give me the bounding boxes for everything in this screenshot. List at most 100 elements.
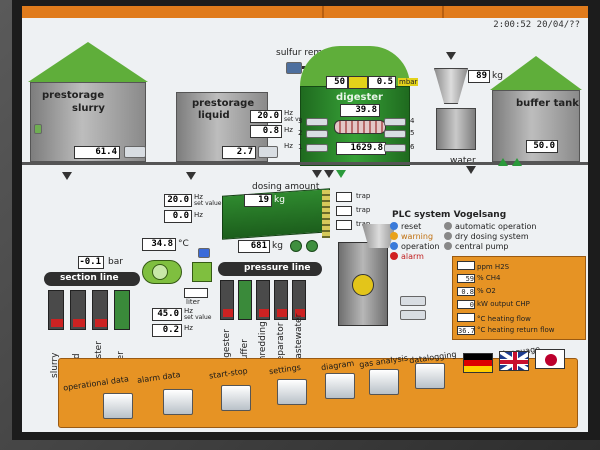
pump-hz-value-2: 0.2 [152,324,182,337]
hz-value-2: 0.8 [250,125,282,138]
nav-label-gas-analysis: gas analysis [358,353,409,370]
digester-port-label-1: 1 [298,143,303,151]
alarm-dot [390,252,398,260]
suction-valve-slurry[interactable] [48,290,64,330]
suction-valve-buffer[interactable] [114,290,130,330]
outlet-arrow-8 [512,158,522,166]
liter-label: liter [186,298,200,306]
pressure-valve-wastewater[interactable] [292,280,306,320]
liquid-tank-label-1: prestorage [192,98,255,109]
reset-dot [390,222,398,230]
hopper[interactable] [434,68,468,104]
digester-port-6[interactable] [384,144,406,152]
nav-start-stop-button[interactable] [221,385,251,411]
outlet-arrow-7 [498,158,508,166]
digester-port-3[interactable] [306,118,328,126]
japan-flag-icon[interactable] [535,349,565,369]
plc-operation: operation [390,242,439,251]
pressure-valve-digester[interactable] [220,280,234,320]
nav-datalogging-button[interactable] [415,363,445,389]
top-bar [22,6,588,18]
nav-operational-data-button[interactable] [103,393,133,419]
digester-port-2[interactable] [306,130,328,138]
nav-gas-analysis-button[interactable] [369,369,399,395]
german-flag-icon[interactable] [463,353,493,373]
trap-check-1[interactable] [336,192,352,202]
slurry-tank-roof [28,42,148,82]
pressure-valve-buffer[interactable] [238,280,252,320]
dosing-hz2-value: 0.0 [164,210,192,223]
digester-port-1[interactable] [306,144,328,152]
digester-heater [334,120,386,134]
suction-valve-digester[interactable] [92,290,108,330]
hopper-value: 89 [468,70,490,83]
digester-port-label-5: 5 [410,129,415,137]
status-ch4: 59% CH4 [457,274,500,283]
dosing-amount-label: dosing amount [252,182,320,192]
slurry-tank-label-1: prestorage [42,90,105,101]
liquid-mixer-button[interactable] [258,146,278,158]
dosing-pump-2[interactable] [306,240,318,252]
digester-value-bottom: 1629.8 [336,142,386,155]
nav-label-settings: settings [268,362,302,377]
shredder-rotor [352,274,374,296]
pressure-valve-separator[interactable] [274,280,288,320]
trap-check-2[interactable] [336,206,352,216]
trap-label-1: trap [356,192,371,200]
hz-unit-3: Hz [284,142,293,150]
outlet-arrow-3 [312,170,322,178]
plc-warning: warning [390,232,433,241]
hz-unit-2: Hz [284,126,293,134]
pressure-valve-shredding[interactable] [256,280,270,320]
slurry-tank-label-2: slurry [72,103,105,114]
slurry-mixer-button[interactable] [124,146,146,158]
digester-port-label-6: 6 [410,143,415,151]
dosing-hz1-sub: set value [194,200,222,207]
hopper-mixer[interactable] [436,108,476,150]
shredder-aux-1[interactable] [400,296,426,306]
shredder-aux-2[interactable] [400,310,426,320]
nav-settings-button[interactable] [277,379,307,405]
clock: 2:00:52 20/04/?? [493,20,580,30]
digester-gas-unit: mbar [398,78,419,86]
trap-check-3[interactable] [336,220,352,230]
ground-line [22,162,588,165]
plc-automatic-operation: automatic operation [444,222,536,231]
dosing-hz1-unit: Hz [194,193,203,201]
slurry-level-indicator [34,124,42,134]
rotor-pump-center [152,264,168,280]
digester-port-5[interactable] [384,130,406,138]
dosing-pump-1[interactable] [290,240,302,252]
flow-meter [192,262,212,282]
sulfur-removal-unit[interactable] [286,62,302,74]
dosing-hz1-value: 20.0 [164,194,192,207]
suction-bar-unit: bar [108,257,123,267]
dosing-weight-value: 681 [238,240,270,253]
status-heating-return: 36.7°C heating return flow [457,326,555,335]
plc-reset[interactable]: reset [390,222,421,231]
slurry-tank-value: 61.4 [74,146,120,159]
uk-flag-icon[interactable] [499,351,529,371]
pressure-line-label: pressure line [244,263,311,273]
pump-hz-unit-2: Hz [184,324,193,332]
nav-label-start-stop: start-stop [208,366,249,381]
digester-port-label-4: 4 [410,117,415,125]
sulfur-removal-label: sulfur removal [276,48,341,58]
nav-alarm-data-button[interactable] [163,389,193,415]
sensor-icon [198,248,210,258]
dosing-amount-value: 19 [244,194,272,207]
automatic-dot [444,222,452,230]
digester-gas-left: 50 [326,76,348,89]
nav-diagram-button[interactable] [325,373,355,399]
trap-label-2: trap [356,206,371,214]
suction-valve-liquid[interactable] [70,290,86,330]
plc-alarm: alarm [390,252,424,261]
outlet-arrow-5 [336,170,346,178]
digester-port-4[interactable] [384,118,406,126]
buffer-tank-value: 50.0 [526,140,558,153]
hz-value-1: 20.0 [250,110,282,123]
temperature-unit: °C [178,239,189,249]
hz-sub-1: set value [284,116,312,123]
